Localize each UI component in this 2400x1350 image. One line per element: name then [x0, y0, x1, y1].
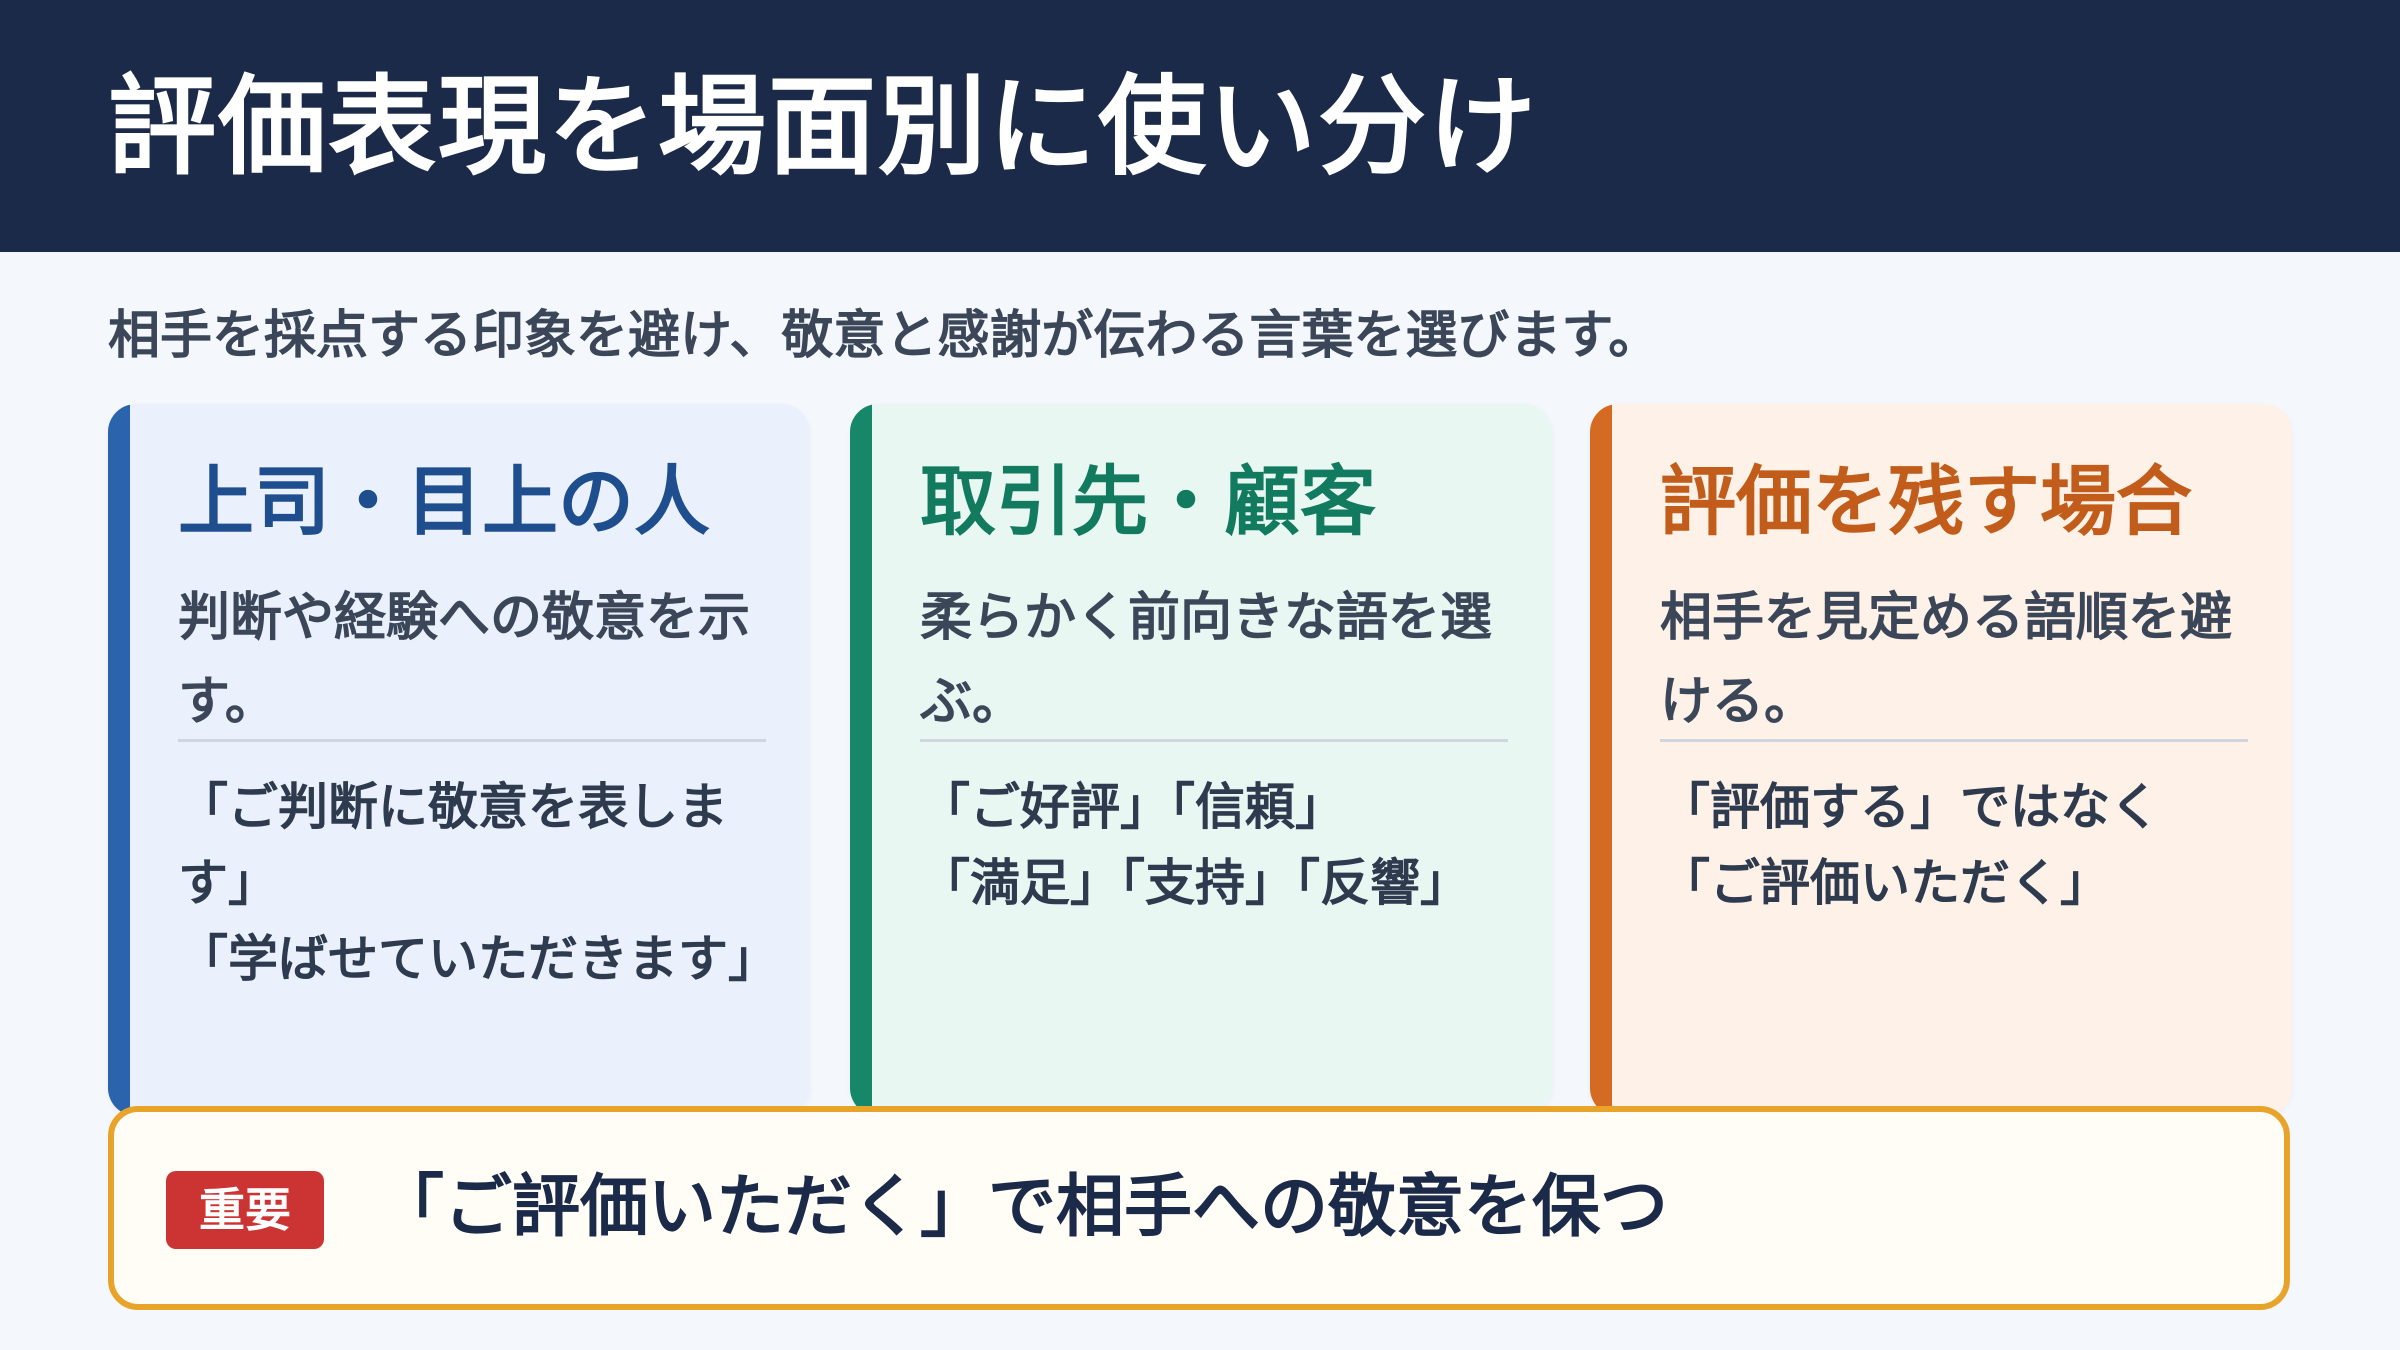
- card-example: 「評価する」ではなく: [1660, 778, 2160, 836]
- card-example: 「ご好評」「信頼」: [920, 778, 1345, 836]
- card-clients: 取引先・顧客 柔らかく前向きな語を選ぶ。 「ご好評」「信頼」 「満足」「支持」「…: [850, 404, 1552, 1116]
- card-accent-bar: [108, 404, 130, 1116]
- card-accent-bar: [1590, 404, 1612, 1116]
- page-title: 評価表現を場面別に使い分け: [108, 65, 1539, 190]
- card-superiors: 上司・目上の人 判断や経験への敬意を示す。 「ご判断に敬意を表します」 「学ばせ…: [108, 404, 810, 1116]
- card-title: 評価を残す場合: [1660, 457, 2192, 546]
- card-examples: 「評価する」ではなく 「ご評価いただく」: [1660, 769, 2250, 921]
- card-examples: 「ご判断に敬意を表します」 「学ばせていただきます」: [178, 769, 778, 997]
- important-note-text: 「ご評価いただく」で相手への敬意を保つ: [376, 1168, 1669, 1247]
- card-description: 柔らかく前向きな語を選ぶ。: [920, 588, 1493, 732]
- page-subtitle: 相手を採点する印象を避け、敬意と感謝が伝わる言葉を選びます。: [108, 306, 1661, 366]
- card-divider: [920, 739, 1508, 742]
- card-title: 上司・目上の人: [178, 457, 710, 546]
- card-description: 判断や経験への敬意を示す。: [178, 588, 751, 732]
- card-example: 「ご評価いただく」: [1660, 854, 2110, 912]
- important-note: 重要 「ご評価いただく」で相手への敬意を保つ: [108, 1106, 2290, 1310]
- card-title: 取引先・顧客: [920, 457, 1376, 546]
- card-divider: [178, 739, 766, 742]
- card-accent-bar: [850, 404, 872, 1116]
- header-banner: 評価表現を場面別に使い分け: [0, 0, 2400, 252]
- card-examples: 「ご好評」「信頼」 「満足」「支持」「反響」: [920, 769, 1510, 921]
- card-evaluation: 評価を残す場合 相手を見定める語順を避ける。 「評価する」ではなく 「ご評価いた…: [1590, 404, 2292, 1116]
- card-example: 「満足」「支持」「反響」: [920, 854, 1470, 912]
- card-example: 「ご判断に敬意を表します」: [178, 778, 728, 912]
- card-example: 「学ばせていただきます」: [178, 930, 778, 988]
- card-description: 相手を見定める語順を避ける。: [1660, 588, 2233, 732]
- important-badge: 重要: [166, 1171, 324, 1249]
- card-divider: [1660, 739, 2248, 742]
